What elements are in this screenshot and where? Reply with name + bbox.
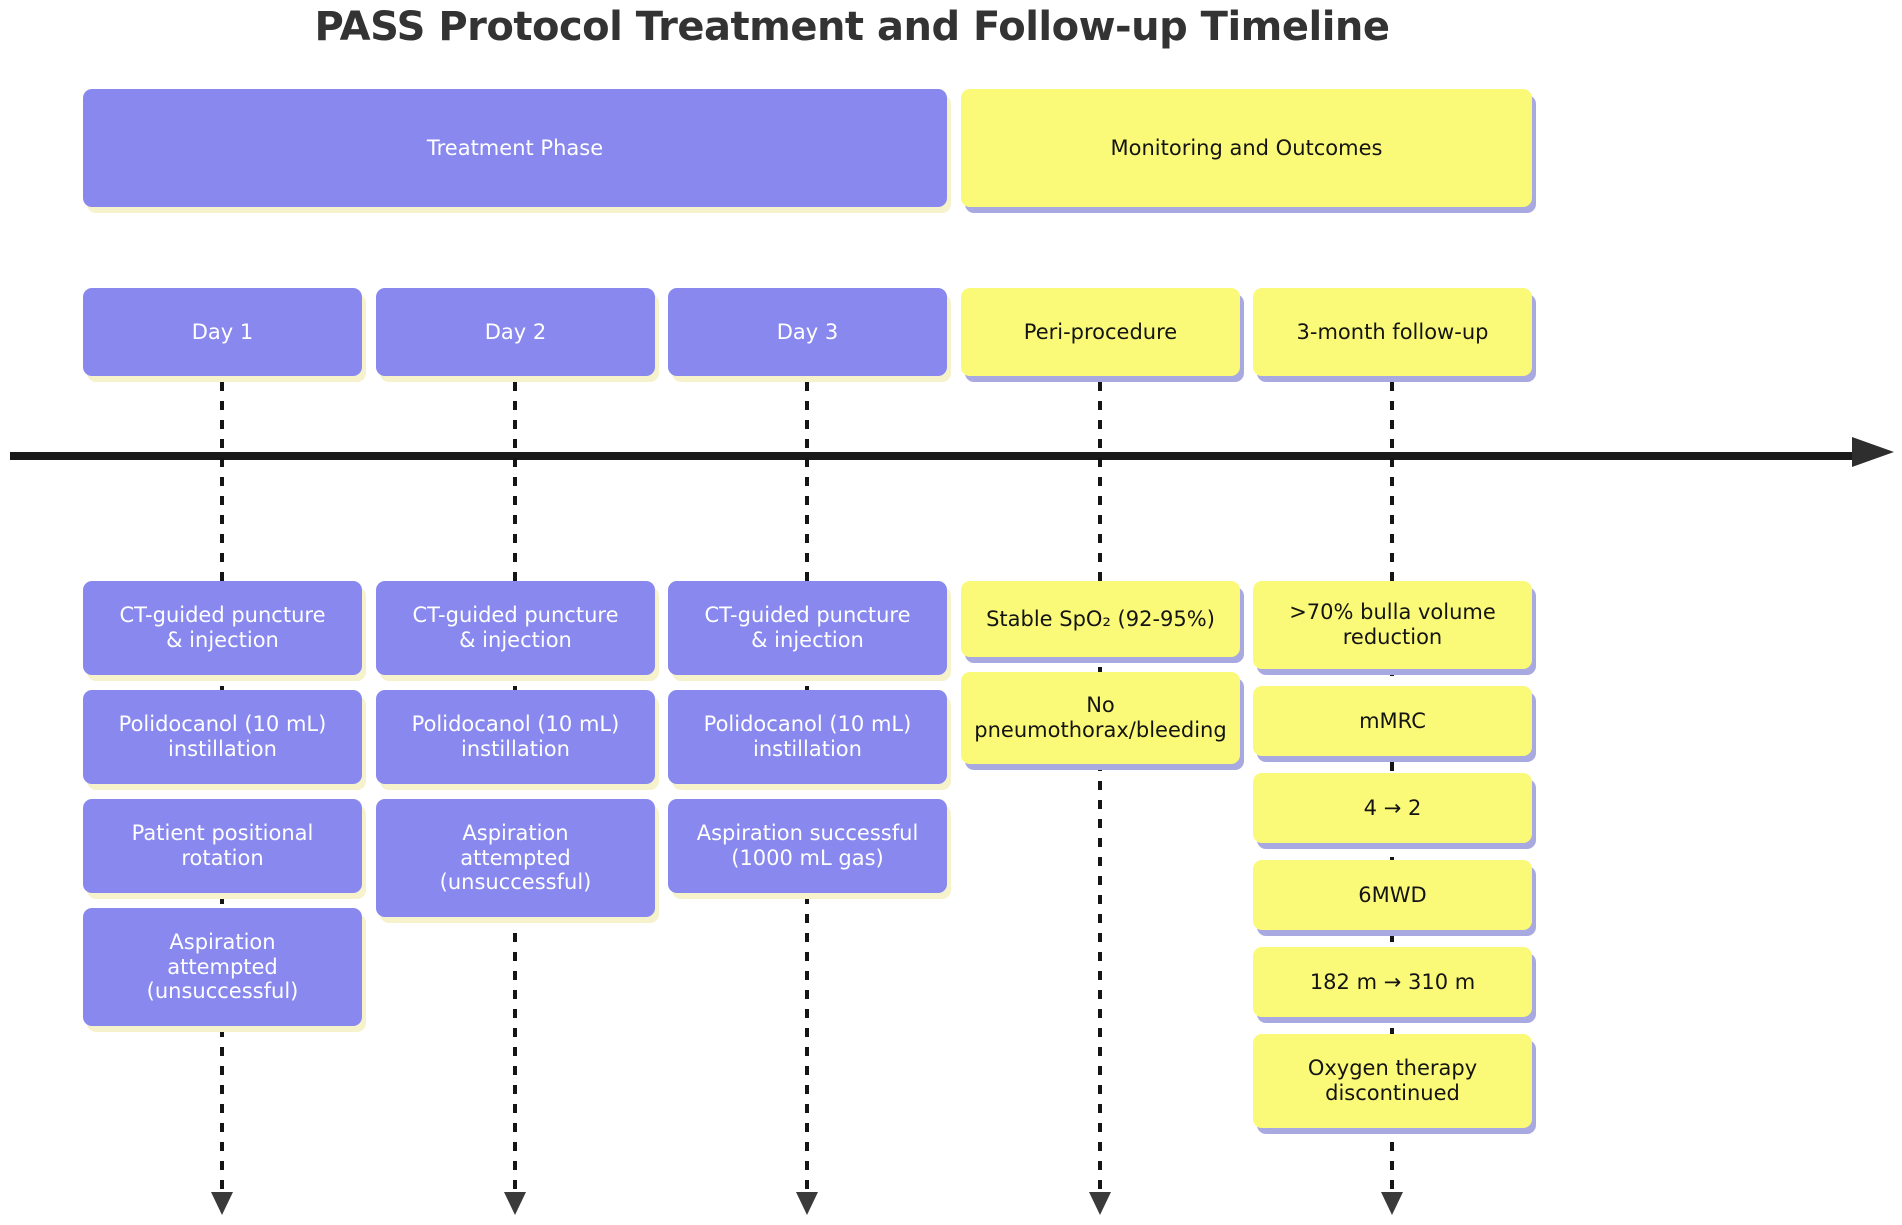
down-arrowhead-icon xyxy=(1381,1192,1403,1215)
phase-monitoring-label: Monitoring and Outcomes xyxy=(1110,135,1383,160)
text-line: 6MWD xyxy=(1358,882,1427,907)
guide-line-periprocedure xyxy=(1098,382,1102,1193)
text-line: & injection xyxy=(459,628,572,652)
text-line: (unsuccessful) xyxy=(146,979,299,1004)
text-line: Stable SpO₂ (92-95%) xyxy=(986,606,1215,631)
column-header-periprocedure: Peri-procedure xyxy=(961,288,1240,376)
day1-item-polidocanol-instillation: Polidocanol (10 mL) instillation xyxy=(83,690,362,784)
day3-item-aspiration-successful: Aspiration successful (1000 mL gas) xyxy=(668,799,947,893)
periprocedure-item-stable-spo2: Stable SpO₂ (92-95%) xyxy=(961,581,1240,657)
down-arrowhead-icon xyxy=(796,1192,818,1215)
phase-monitoring: Monitoring and Outcomes xyxy=(961,89,1532,207)
text-line: Patient positional xyxy=(131,821,314,846)
text-line: Polidocanol (10 mL) xyxy=(703,712,912,737)
day2-item-polidocanol-instillation: Polidocanol (10 mL) instillation xyxy=(376,690,655,784)
page-title: PASS Protocol Treatment and Follow-up Ti… xyxy=(314,4,1390,50)
text-line: instillation xyxy=(753,737,862,761)
timeline-axis-arrowhead-icon xyxy=(1852,437,1894,467)
column-header-label: Peri-procedure xyxy=(1023,319,1178,344)
text-line: (unsuccessful) xyxy=(439,870,592,895)
periprocedure-item-no-pneumothorax: No pneumothorax/bleeding xyxy=(961,672,1240,764)
text-line: attempted xyxy=(460,845,571,870)
text-line: Aspiration successful xyxy=(696,821,919,846)
text-line: (1000 mL gas) xyxy=(731,846,884,870)
followup-item-mmrc-change: 4 → 2 xyxy=(1253,773,1532,843)
text-line: Aspiration xyxy=(462,820,569,845)
text-line: >70% bulla volume xyxy=(1289,600,1496,625)
timeline-axis-line xyxy=(10,452,1856,460)
text-line: No xyxy=(1086,693,1115,718)
followup-item-6mwd: 6MWD xyxy=(1253,860,1532,930)
text-line: rotation xyxy=(181,846,264,870)
text-line: pneumothorax/bleeding xyxy=(974,718,1227,742)
guide-line-day1 xyxy=(220,382,224,1193)
text-line: Oxygen therapy xyxy=(1307,1056,1478,1081)
day1-item-aspiration-attempted: Aspiration attempted (unsuccessful) xyxy=(83,908,362,1026)
phase-treatment: Treatment Phase xyxy=(83,89,947,207)
column-header-day2: Day 2 xyxy=(376,288,655,376)
day3-item-ct-guided-puncture: CT-guided puncture & injection xyxy=(668,581,947,675)
followup-item-oxygen-discontinued: Oxygen therapy discontinued xyxy=(1253,1034,1532,1128)
day2-item-ct-guided-puncture: CT-guided puncture & injection xyxy=(376,581,655,675)
text-line: CT-guided puncture xyxy=(704,603,911,628)
column-header-day1: Day 1 xyxy=(83,288,362,376)
text-line: Aspiration xyxy=(169,929,276,954)
phase-treatment-label: Treatment Phase xyxy=(426,135,604,160)
column-header-label: 3-month follow-up xyxy=(1296,319,1489,344)
text-line: attempted xyxy=(167,954,278,979)
column-header-day3: Day 3 xyxy=(668,288,947,376)
text-line: instillation xyxy=(168,737,277,761)
day3-item-polidocanol-instillation: Polidocanol (10 mL) instillation xyxy=(668,690,947,784)
text-line: 4 → 2 xyxy=(1363,795,1422,820)
text-line: CT-guided puncture xyxy=(119,603,326,628)
text-line: instillation xyxy=(461,737,570,761)
text-line: Polidocanol (10 mL) xyxy=(118,712,327,737)
text-line: reduction xyxy=(1342,625,1443,649)
text-line: mMRC xyxy=(1359,708,1426,733)
followup-item-6mwd-change: 182 m → 310 m xyxy=(1253,947,1532,1017)
text-line: Polidocanol (10 mL) xyxy=(411,712,620,737)
followup-item-bulla-volume-reduction: >70% bulla volume reduction xyxy=(1253,581,1532,669)
day1-item-positional-rotation: Patient positional rotation xyxy=(83,799,362,893)
column-header-3month-followup: 3-month follow-up xyxy=(1253,288,1532,376)
column-header-label: Day 2 xyxy=(484,319,547,344)
text-line: 182 m → 310 m xyxy=(1309,969,1476,994)
followup-item-mmrc: mMRC xyxy=(1253,686,1532,756)
down-arrowhead-icon xyxy=(211,1192,233,1215)
column-header-label: Day 1 xyxy=(191,319,254,344)
text-line: discontinued xyxy=(1325,1081,1460,1105)
guide-line-day3 xyxy=(805,382,809,1193)
column-header-label: Day 3 xyxy=(776,319,839,344)
guide-line-day2 xyxy=(513,382,517,1193)
text-line: CT-guided puncture xyxy=(412,603,619,628)
day2-item-aspiration-attempted: Aspiration attempted (unsuccessful) xyxy=(376,799,655,917)
text-line: & injection xyxy=(166,628,279,652)
day1-item-ct-guided-puncture: CT-guided puncture & injection xyxy=(83,581,362,675)
down-arrowhead-icon xyxy=(1089,1192,1111,1215)
text-line: & injection xyxy=(751,628,864,652)
down-arrowhead-icon xyxy=(504,1192,526,1215)
